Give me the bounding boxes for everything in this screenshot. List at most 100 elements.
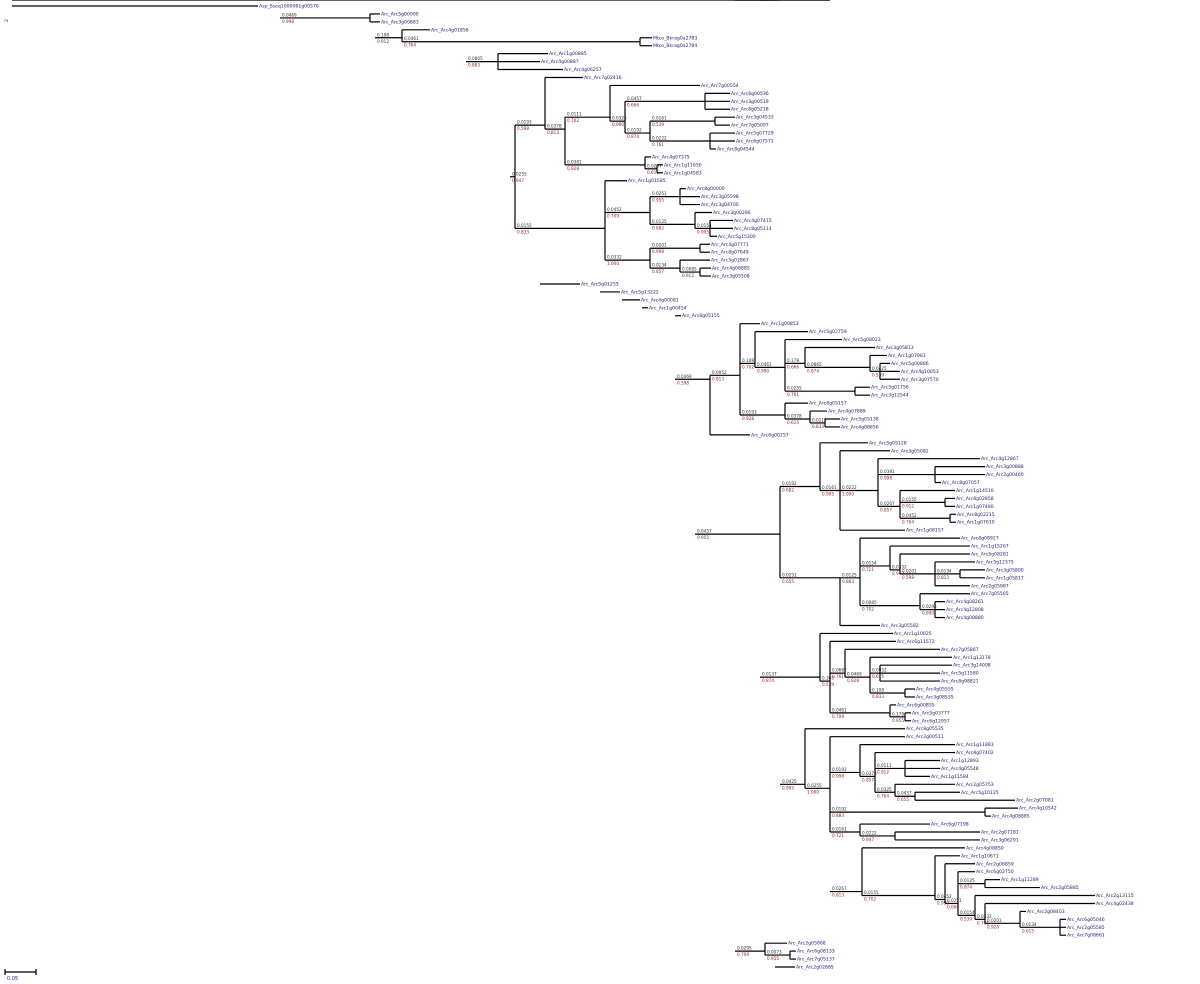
leaf-label: Arc_Arc4g01856 bbox=[431, 27, 469, 33]
branch-length-label: 0.0682 bbox=[14, 0, 29, 1]
bootstrap-label: 0.947 bbox=[512, 178, 524, 183]
bootstrap-label: 0.764 bbox=[902, 519, 914, 524]
branch-length-label: 0.0469 bbox=[847, 672, 862, 677]
branch-length-label: 0.0251 bbox=[947, 898, 962, 903]
bootstrap-label: 0.990 bbox=[922, 611, 934, 616]
bootstrap-label: 0.883 bbox=[468, 63, 480, 68]
branch-length-label: 0.0154 bbox=[697, 223, 712, 228]
leaf-label: Arc_Arc6g11572 bbox=[897, 639, 935, 645]
leaf-label: Arc_Arc5g00000 bbox=[381, 11, 419, 17]
bootstrap-label: 0.912 bbox=[877, 769, 889, 774]
leaf-label: Arc_Arc8g04544 bbox=[717, 146, 755, 152]
leaf-label: Arc_Arc4g08880 bbox=[946, 615, 984, 621]
leaf-label: Arc_Arc3g05582 bbox=[881, 623, 919, 629]
bootstrap-label: 0.709 bbox=[737, 952, 749, 957]
leaf-label: Arc_Arc2g00511 bbox=[906, 734, 944, 740]
leaf-label: Arc_Arc6g12957 bbox=[912, 718, 950, 724]
leaf-label: Arc_Arc1g07480 bbox=[956, 504, 994, 510]
leaf-label: Arc_Arc8g02215 bbox=[957, 512, 995, 518]
leaf-label: Arc_Arc2g05753 bbox=[956, 782, 994, 788]
leaf-label: Arc_Arc4g08885 bbox=[712, 266, 750, 272]
tree-branches bbox=[12, 0, 1095, 968]
branch-length-label: 0.0192 bbox=[832, 807, 847, 812]
bootstrap-label: 0.995 bbox=[782, 785, 794, 790]
leaf-label: Arc_Arc6g05046 bbox=[1067, 917, 1105, 923]
bootstrap-label: 0.912 bbox=[682, 273, 694, 278]
leaf-label: Arc_Arc1g00454 bbox=[649, 305, 687, 311]
branch-length-label: 0.0161 bbox=[832, 826, 847, 831]
branch-length-label: 0.0425 bbox=[468, 0, 483, 1]
bootstrap-label: 0.990 bbox=[612, 122, 624, 127]
leaf-label: Arc_Arc4g08885 bbox=[992, 814, 1030, 820]
bootstrap-label: 0.833 bbox=[872, 694, 884, 699]
branch-length-label: 0.0255 bbox=[807, 783, 822, 788]
leaf-label: Arc_Arc3g00888 bbox=[986, 464, 1024, 470]
leaf-label: Arc_Arc1g11883 bbox=[956, 742, 994, 748]
bootstrap-label: 0.947 bbox=[644, 0, 656, 1]
branch-length-label: 0.0251 bbox=[652, 191, 667, 196]
leaf-label: Arc_Arc4g00887 bbox=[541, 59, 579, 65]
leaf-label: Arc_Arc5g08281 bbox=[971, 552, 1009, 558]
leaf-label: Arc_Arc7g05565 bbox=[971, 591, 1009, 597]
bootstrap-label: 0.990 bbox=[937, 900, 949, 905]
leaf-label: Arc_Arc1g15267 bbox=[971, 544, 1009, 550]
branch-length-label: 0.0155 bbox=[902, 497, 917, 502]
leaf-label: Arc_Arc3g04700 bbox=[701, 202, 739, 208]
leaf-label: Arc_Arc4g07889 bbox=[828, 409, 866, 415]
bootstrap-label: 0.764 bbox=[877, 793, 889, 798]
branch-length-label: 0.0255 bbox=[787, 386, 802, 391]
leaf-label: Arc_Arc6g02750 bbox=[976, 869, 1014, 875]
leaf-label: Arc_Arc5g00886 bbox=[891, 361, 929, 367]
bootstrap-label: 1.000 bbox=[14, 0, 26, 1]
leaf-label: Arc_Arc8g07649 bbox=[711, 250, 749, 256]
branch-length-label: 0.0125 bbox=[960, 878, 975, 883]
branch-length-label: 0.0222 bbox=[862, 830, 877, 835]
bootstrap-label: 0.998 bbox=[652, 249, 664, 254]
branch-length-label: 0.0085 bbox=[832, 0, 847, 1]
bootstrap-label: 0.947 bbox=[862, 837, 874, 842]
leaf-label: Arc_Arc6g00257 bbox=[751, 432, 789, 438]
bootstrap-label: 0.666 bbox=[697, 0, 709, 1]
leaf-label: Arc_Arc8g07402 bbox=[956, 750, 994, 756]
leaf-label: Arc_Arc7g05867 bbox=[941, 647, 979, 653]
leaf-label: Arc_Arc2g05868 bbox=[788, 941, 826, 947]
leaf-label: Arc_Arc4g08850 bbox=[966, 845, 1004, 851]
branch-length-label: 0.0161 bbox=[822, 485, 837, 490]
leaf-label: Arc_Arc6g00855 bbox=[897, 702, 935, 708]
branch-length-label: 0.0461 bbox=[757, 362, 772, 367]
leaf-label: Arc_Arc4g10053 bbox=[901, 369, 939, 375]
bootstrap-label: 0.615 bbox=[872, 674, 884, 679]
leaf-label: Arc_Arc1g11650 bbox=[664, 162, 702, 168]
branch-length-label: 0.0161 bbox=[652, 116, 667, 121]
branch-length-label: 0.0201 bbox=[902, 568, 917, 573]
leaf-label: Arc_Arc4g12867 bbox=[981, 456, 1019, 462]
leaf-label: Arc_Arc1g00885 bbox=[549, 51, 587, 57]
leaf-label: Arc_Arc5g03777 bbox=[912, 710, 950, 716]
branch-length-label: 0.0325 bbox=[612, 116, 627, 121]
leaf-label: Arc_Arc5g01255 bbox=[581, 281, 619, 287]
leaf-label: Arc_Arc5g10125 bbox=[961, 790, 999, 796]
bootstrap-label: 0.995 bbox=[822, 491, 834, 496]
branch-length-label: 0.0111 bbox=[877, 763, 892, 768]
leaf-label: Arc_Arc8g05218 bbox=[731, 107, 769, 113]
bootstrap-label: 0.682 bbox=[782, 488, 794, 493]
bootstrap-label: 1.000 bbox=[762, 0, 774, 1]
bootstrap-label: 0.539 bbox=[960, 916, 972, 921]
branch-length-label: 0.0073 bbox=[767, 950, 782, 955]
leaf-label: Arc_Arc8g08927 bbox=[961, 536, 999, 542]
branch-length-label: 0.108 bbox=[377, 32, 389, 37]
bootstrap-label: 0.883 bbox=[602, 0, 614, 1]
branch-length-label: 0.0682 bbox=[644, 0, 659, 1]
branch-length-label: 0.0952 bbox=[712, 370, 727, 375]
bootstrap-label: 0.912 bbox=[902, 503, 914, 508]
bootstrap-label: 0.709 bbox=[607, 213, 619, 218]
bootstrap-label: 0.912 bbox=[377, 39, 389, 44]
leaf-label: Arc_Arc5g02759 bbox=[809, 329, 847, 335]
bootstrap-label: 0.702 bbox=[742, 364, 754, 369]
branch-length-label: 0.0378 bbox=[787, 413, 802, 418]
branch-length-label: 0.0325 bbox=[677, 0, 692, 1]
bootstrap-label: 0.874 bbox=[627, 134, 639, 139]
leaf-label: Arc_Arc3g00519 bbox=[731, 99, 769, 105]
bootstrap-label: 0.947 bbox=[892, 571, 904, 576]
